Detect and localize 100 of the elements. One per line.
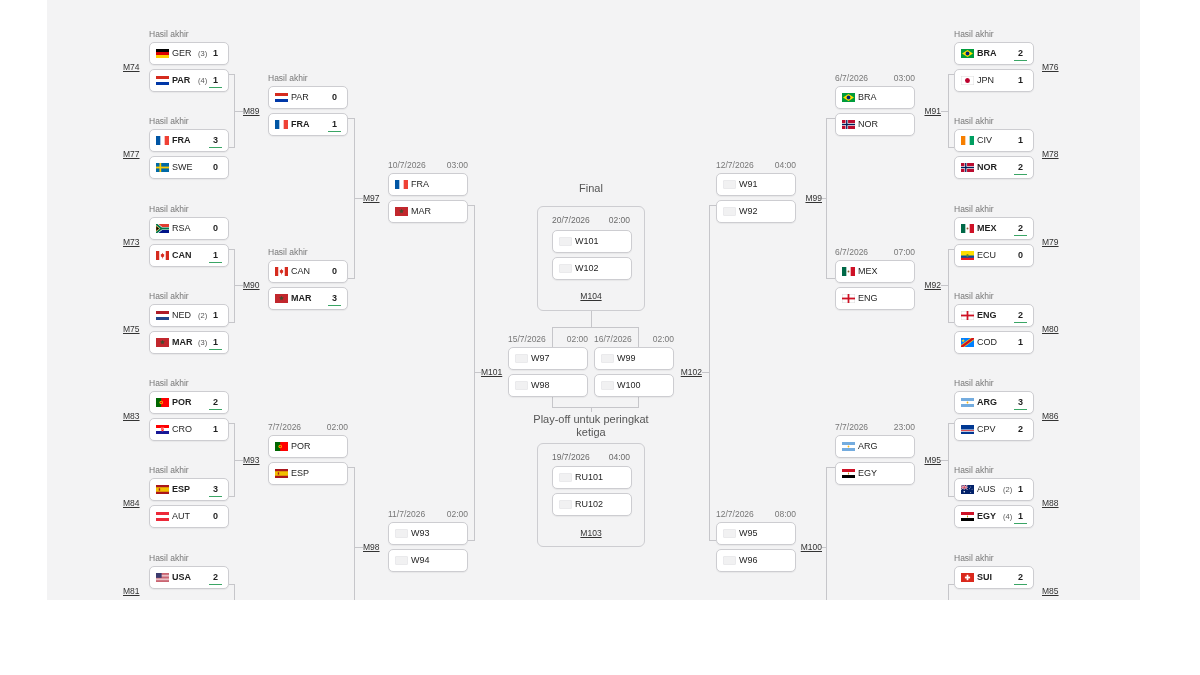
score: 1	[328, 118, 341, 132]
team-row	[149, 391, 229, 414]
team-code: EGY	[977, 510, 996, 523]
bracket-line	[467, 371, 482, 541]
team-code: NED	[172, 309, 191, 322]
match-time: 08:00	[774, 509, 796, 519]
match-status: Hasil akhir	[954, 29, 994, 39]
match-link: M98	[363, 541, 380, 553]
bracket-line	[821, 546, 827, 601]
score: 1	[212, 47, 219, 60]
team-code: W95	[739, 527, 758, 540]
match-status: Hasil akhir	[954, 204, 994, 214]
bracket-line	[940, 284, 955, 323]
team-code: FRA	[411, 178, 429, 191]
match-link: M85	[1042, 585, 1059, 597]
match-link: M78	[1042, 148, 1059, 160]
team-code: RSA	[172, 222, 191, 235]
team-code: RU101	[575, 471, 603, 484]
match-time: 04:00	[608, 452, 630, 462]
team-row	[149, 42, 229, 65]
score: 1	[209, 249, 222, 263]
team-row	[149, 566, 229, 589]
match-status: Hasil akhir	[268, 247, 308, 257]
match-link: M83	[123, 410, 140, 422]
team-row	[149, 129, 229, 152]
bracket-line	[701, 371, 717, 541]
team-row	[954, 478, 1034, 501]
team-row	[268, 86, 348, 109]
score: 3	[328, 292, 341, 306]
team-row	[954, 418, 1034, 441]
team-row	[954, 566, 1034, 589]
match-status: Hasil akhir	[149, 378, 189, 388]
team-row	[954, 42, 1034, 65]
team-code: W93	[411, 527, 430, 540]
team-row	[716, 200, 796, 223]
bracket-line	[347, 197, 364, 279]
match-time: 03:00	[446, 160, 468, 170]
team-code: FRA	[291, 118, 310, 131]
match-link: M93	[243, 454, 260, 466]
team-row	[149, 69, 229, 92]
score: 2	[209, 571, 222, 585]
match-link: M100	[800, 541, 822, 553]
match-link: M79	[1042, 236, 1059, 248]
bracket-line	[940, 110, 955, 148]
team-code: BRA	[858, 91, 877, 104]
score: 2	[1014, 161, 1027, 175]
match-link: M73	[123, 236, 140, 248]
team-row	[552, 466, 632, 489]
score: 1	[212, 423, 219, 436]
team-row	[954, 244, 1034, 267]
match-link: M90	[243, 279, 260, 291]
match-status: Hasil akhir	[954, 116, 994, 126]
team-code: PAR	[172, 74, 191, 87]
team-row	[594, 347, 674, 370]
match-time: 02:00	[326, 422, 348, 432]
team-row	[508, 347, 588, 370]
team-code: POR	[291, 440, 311, 453]
team-row	[149, 217, 229, 240]
team-row	[835, 287, 915, 310]
match-date: 16/7/2026	[594, 334, 632, 344]
score: 2	[1017, 423, 1024, 436]
team-code: W102	[575, 262, 599, 275]
team-row	[954, 69, 1034, 92]
team-row	[149, 304, 229, 327]
team-code: FRA	[172, 134, 191, 147]
score: 1	[209, 336, 222, 350]
match-link: M75	[123, 323, 140, 335]
bracket-line	[590, 396, 639, 413]
team-code: W99	[617, 352, 636, 365]
team-code: COD	[977, 336, 997, 349]
match-time: 02:00	[446, 509, 468, 519]
match-status: Hasil akhir	[149, 116, 189, 126]
team-row	[388, 522, 468, 545]
team-code: W101	[575, 235, 599, 248]
team-row	[594, 374, 674, 397]
match-status: Hasil akhir	[954, 553, 994, 563]
team-code: W98	[531, 379, 550, 392]
team-row	[954, 156, 1034, 179]
team-code: JPN	[977, 74, 994, 87]
team-code: W94	[411, 554, 430, 567]
match-status: Hasil akhir	[954, 378, 994, 388]
team-row	[835, 260, 915, 283]
bracket-line	[590, 310, 639, 348]
team-code: CAN	[172, 249, 192, 262]
team-row	[388, 549, 468, 572]
score: 2	[1014, 309, 1027, 323]
team-code: ESP	[291, 467, 309, 480]
team-code: BRA	[977, 47, 997, 60]
score: 2	[209, 396, 222, 410]
team-code: MEX	[977, 222, 997, 235]
bracket-line	[228, 284, 244, 323]
match-date: 12/7/2026	[716, 160, 754, 170]
match-link: M102	[680, 366, 702, 378]
section-heading: Final	[579, 182, 603, 195]
team-code: CRO	[172, 423, 192, 436]
match-time: 02:00	[652, 334, 674, 344]
team-code: PAR	[291, 91, 309, 104]
team-code: W91	[739, 178, 758, 191]
score: 0	[331, 265, 338, 278]
team-code: CAN	[291, 265, 310, 278]
